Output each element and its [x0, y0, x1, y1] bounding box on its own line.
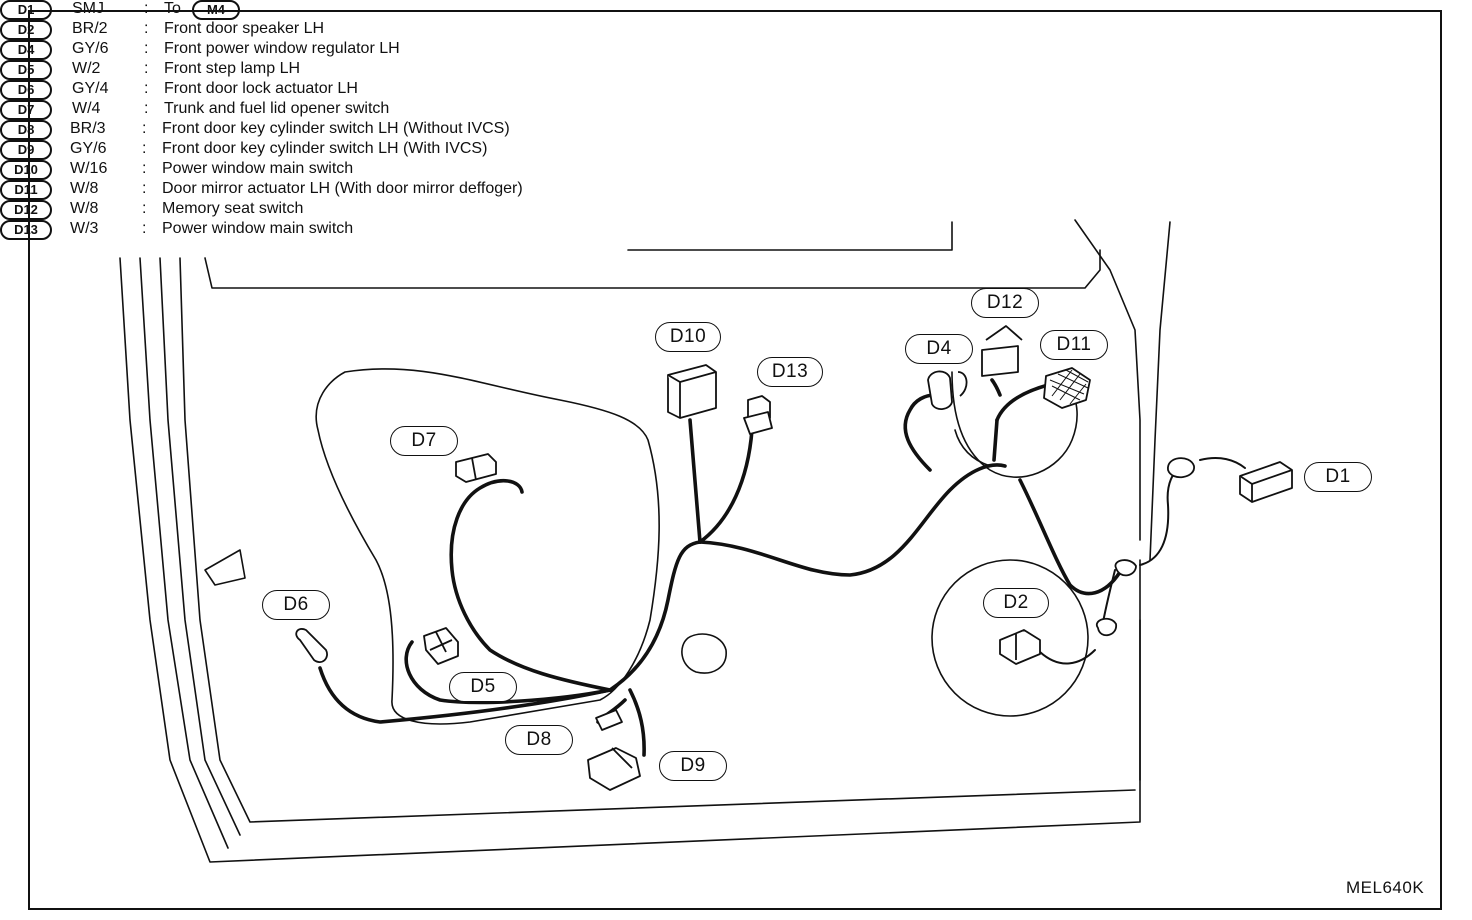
connector-d1	[1239, 461, 1293, 503]
label-d8: D8	[505, 725, 573, 755]
separator-colon: :	[142, 160, 147, 177]
trim-panel	[315, 368, 660, 725]
separator-colon: :	[142, 140, 147, 157]
grommet-d1	[1167, 457, 1195, 479]
connector-description: Front door key cylinder switch LH (With …	[162, 140, 488, 157]
label-d1: D1	[1304, 462, 1372, 492]
connector-description: Front door speaker LH	[164, 20, 325, 37]
connector-d2	[999, 629, 1041, 665]
legend-row-d4: D4 GY/6: Front power window regulator LH	[0, 40, 560, 60]
connector-description: Door mirror actuator LH (With door mirro…	[162, 180, 523, 197]
connector-description: Front door lock actuator LH	[164, 80, 358, 97]
label-d10: D10	[655, 322, 721, 352]
label-d2: D2	[983, 588, 1049, 618]
grommet-lower	[1095, 617, 1117, 637]
label-d11: D11	[1040, 330, 1108, 360]
separator-colon: :	[142, 200, 147, 217]
connector-id-badge: D4	[0, 40, 52, 60]
connector-id-badge: D10	[0, 160, 52, 180]
connector-code: W/8	[70, 180, 99, 197]
connector-id-badge: D11	[0, 180, 52, 200]
connector-description: Power window main switch	[162, 160, 354, 177]
legend-row-d9: D9 GY/6: Front door key cylinder switch LH…	[0, 140, 720, 160]
connector-description: Memory seat switch	[162, 200, 304, 217]
connector-d8	[595, 709, 623, 731]
legend-right-column: D8 BR/3: Front door key cylinder switch LH…	[0, 120, 1472, 240]
connector-d9	[587, 747, 641, 791]
connector-id-badge: D6	[0, 80, 52, 100]
legend-row-d2: D2 BR/2: Front door speaker LH	[0, 20, 560, 40]
connector-description: Trunk and fuel lid opener switch	[164, 100, 390, 117]
label-d6: D6	[262, 590, 330, 620]
connector-id-badge: D7	[0, 100, 52, 120]
separator-colon: :	[144, 0, 149, 17]
connector-id-badge: D13	[0, 220, 52, 240]
label-d9: D9	[659, 751, 727, 781]
connector-code: SMJ	[72, 0, 104, 17]
connector-code: BR/3	[70, 120, 106, 137]
connector-ref-badge: M4	[192, 0, 240, 20]
connector-d12	[981, 345, 1019, 377]
legend-row-d11: D11 W/8: Door mirror actuator LH (With doo…	[0, 180, 720, 200]
label-d13: D13	[757, 357, 823, 387]
separator-colon: :	[144, 100, 149, 117]
connector-description: Power window main switch	[162, 220, 354, 237]
connector-id-badge: D2	[0, 20, 52, 40]
legend-row-d8: D8 BR/3: Front door key cylinder switch LH…	[0, 120, 720, 140]
legend-row-d5: D5 W/2: Front step lamp LH	[0, 60, 560, 80]
legend-row-d7: D7 W/4: Trunk and fuel lid opener switch	[0, 100, 560, 120]
connector-code: GY/6	[70, 140, 107, 157]
legend-row-d12: D12 W/8: Memory seat switch	[0, 200, 720, 220]
connector-code: BR/2	[72, 20, 108, 37]
connector-code: W/2	[72, 60, 101, 77]
main-harness	[608, 463, 1007, 692]
separator-colon: :	[142, 220, 147, 237]
label-d4: D4	[905, 334, 973, 364]
connector-d5	[423, 627, 459, 665]
label-d7: D7	[390, 426, 458, 456]
connector-code: GY/4	[72, 80, 109, 97]
diagram-frame	[28, 10, 1442, 910]
legend-row-d10: D10 W/16: Power window main switch	[0, 160, 720, 180]
connector-d4	[927, 370, 953, 410]
legend-leader-line	[627, 221, 953, 251]
connector-code: W/16	[70, 160, 108, 177]
panel-hole	[681, 633, 727, 674]
connector-code: GY/6	[72, 40, 109, 57]
separator-colon: :	[144, 40, 149, 57]
separator-colon: :	[144, 80, 149, 97]
connector-d7	[455, 453, 497, 483]
connector-d11	[1043, 367, 1091, 409]
separator-colon: :	[142, 120, 147, 137]
speaker-circle	[931, 559, 1089, 717]
connector-description: Front power window regulator LH	[164, 40, 400, 57]
grommet-upper	[1114, 559, 1137, 577]
connector-id-badge: D9	[0, 140, 52, 160]
label-d5: D5	[449, 672, 517, 702]
legend-row-d6: D6 GY/4: Front door lock actuator LH	[0, 80, 560, 100]
connector-code: W/4	[72, 100, 101, 117]
connector-description: Front door key cylinder switch LH (Witho…	[162, 120, 510, 137]
label-d12: D12	[971, 288, 1039, 318]
separator-colon: :	[144, 60, 149, 77]
connector-code: W/8	[70, 200, 99, 217]
legend-row-d13: D13 W/3: Power window main switch	[0, 220, 720, 240]
connector-d6	[295, 628, 328, 663]
reference-code: MEL640K	[1346, 878, 1425, 897]
connector-id-badge: D8	[0, 120, 52, 140]
separator-colon: :	[144, 20, 149, 37]
connector-description: Front step lamp LH	[164, 60, 301, 77]
door-top-trim	[204, 249, 1101, 289]
connector-code: W/3	[70, 220, 99, 237]
door-outline	[119, 257, 1141, 863]
connector-id-badge: D5	[0, 60, 52, 80]
connector-description: To	[164, 0, 181, 17]
connector-id-badge: D12	[0, 200, 52, 220]
separator-colon: :	[142, 180, 147, 197]
